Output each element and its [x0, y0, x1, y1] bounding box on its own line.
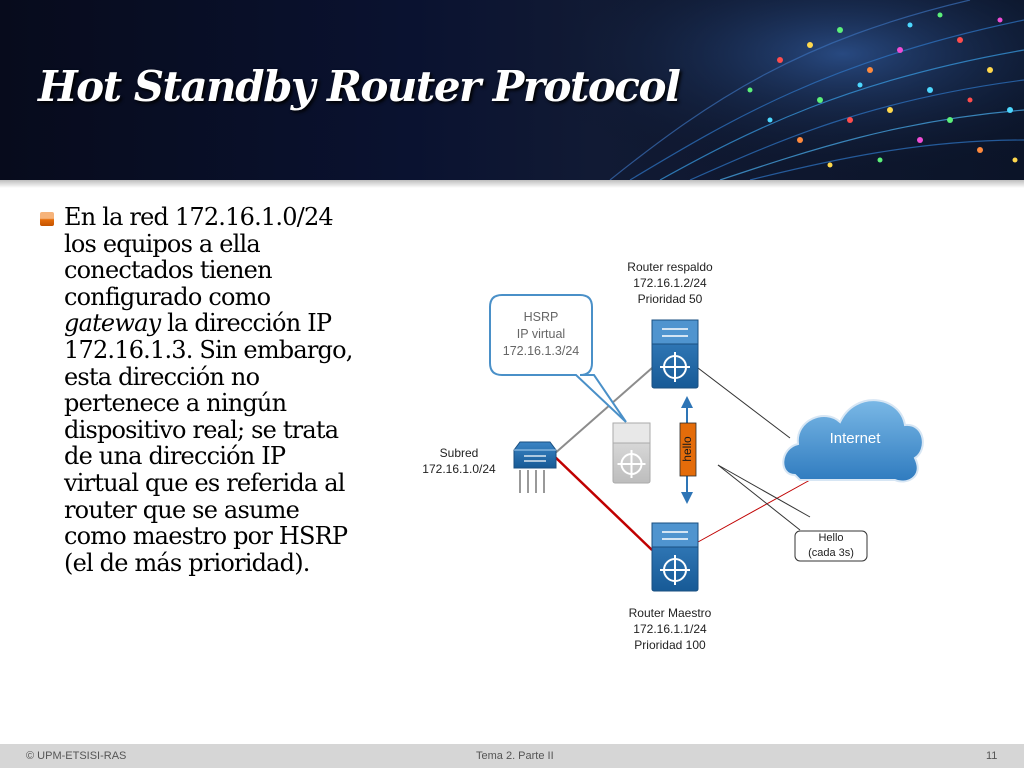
slide-footer: © UPM-ETSISI-RAS Tema 2. Parte II 11: [0, 744, 1024, 768]
master-router-icon: [651, 522, 699, 592]
hsrp-callout-title: HSRP: [523, 310, 559, 324]
router-backup-name: Router respaldo: [627, 260, 713, 274]
link-backup-internet: [697, 367, 791, 439]
hsrp-callout-text: HSRP IP virtual 172.16.1.3/24: [490, 309, 592, 360]
hello-arrow-box: [679, 422, 697, 477]
footer-copyright: © UPM-ETSISI-RAS: [26, 750, 127, 762]
router-master-label: Router Maestro 172.16.1.1/24 Prioridad 1…: [600, 605, 740, 653]
backup-router-icon: [651, 319, 699, 389]
subnet-switch-icon: [513, 441, 557, 493]
hello-note-interval: (cada 3s): [808, 547, 854, 559]
router-master-name: Router Maestro: [628, 606, 712, 620]
footer-topic: Tema 2. Parte II: [476, 750, 554, 762]
bullet-text: En la red 172.16.1.0/24 los equipos a el…: [64, 204, 354, 576]
link-switch-master: [552, 454, 653, 551]
hello-note-box: [794, 530, 868, 562]
internet-cloud-icon: [782, 399, 924, 483]
diagram-canvas: [489, 294, 924, 592]
subnet-network: 172.16.1.0/24: [422, 462, 496, 476]
hsrp-callout-bubble: [489, 294, 627, 423]
bullet-text-part1: En la red 172.16.1.0/24 los equipos a el…: [64, 203, 334, 311]
hello-note-line-1: [717, 464, 801, 531]
footer-page-number: 11: [986, 750, 998, 762]
header-shadow: [0, 180, 1024, 188]
bullet-icon: [40, 212, 54, 226]
hsrp-callout-ip: 172.16.1.3/24: [502, 344, 580, 358]
hello-note-label: Hello (cada 3s): [795, 531, 867, 561]
slide-header: Hot Standby Router Protocol: [0, 0, 1024, 180]
router-master-ip: 172.16.1.1/24: [633, 622, 707, 636]
bullet-text-part2: la dirección IP 172.16.1.3. Sin embargo,…: [64, 309, 353, 577]
internet-label: Internet: [829, 430, 881, 447]
hsrp-callout-subtitle: IP virtual: [516, 327, 566, 341]
router-backup-label: Router respaldo 172.16.1.2/24 Prioridad …: [600, 259, 740, 307]
hsrp-diagram: Router respaldo 172.16.1.2/24 Prioridad …: [400, 240, 960, 670]
router-backup-ip: 172.16.1.2/24: [633, 276, 707, 290]
bullet-text-emphasis: gateway: [64, 309, 161, 338]
hello-note-line-2: [717, 464, 811, 518]
router-master-priority: Prioridad 100: [634, 638, 706, 652]
subnet-name: Subred: [439, 446, 479, 460]
link-master-internet: [697, 479, 811, 543]
subnet-label: Subred 172.16.1.0/24: [404, 445, 514, 477]
router-backup-priority: Prioridad 50: [637, 292, 703, 306]
virtual-router-icon: [612, 422, 651, 484]
hello-note-title: Hello: [818, 532, 844, 544]
hello-arrow-label: hello: [680, 436, 694, 462]
fiber-optic-image: [570, 0, 1024, 180]
slide-title: Hot Standby Router Protocol: [38, 62, 681, 111]
link-switch-backup: [552, 367, 653, 456]
